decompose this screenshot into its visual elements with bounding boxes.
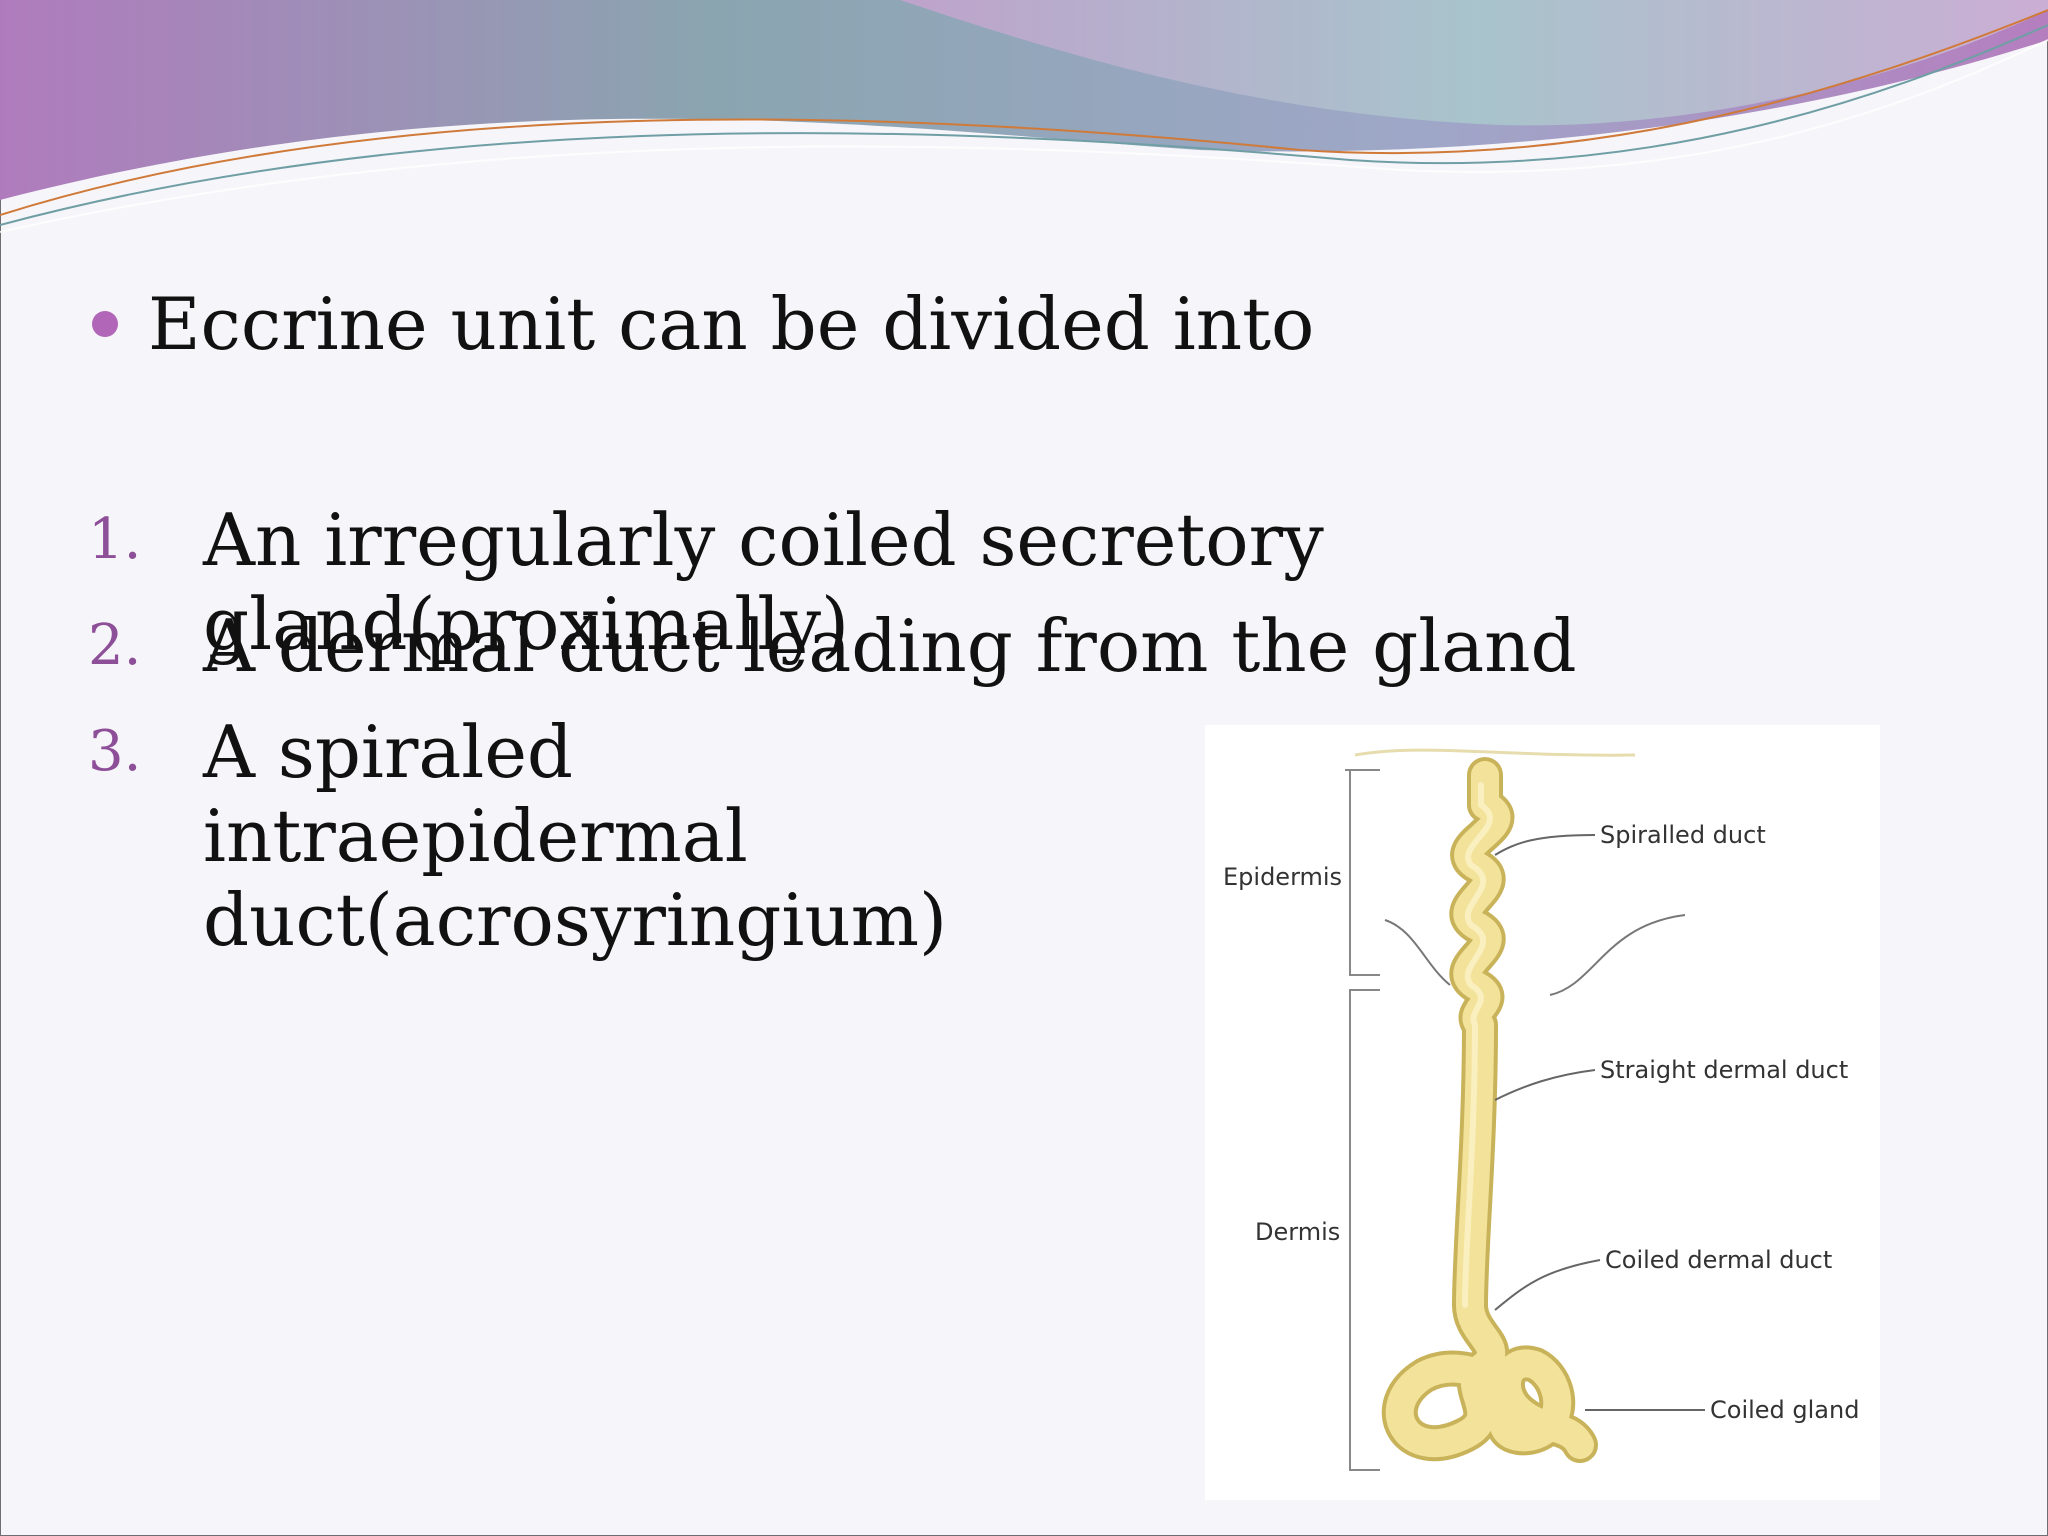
- list-text: An irregularly coiled secretory gland(pr…: [203, 498, 1324, 666]
- sweat-duct: [1381, 757, 1598, 1463]
- leader-spiralled-duct: [1494, 834, 1596, 856]
- list-number: 2.: [88, 613, 142, 678]
- bullet-point: Eccrine unit can be divided into: [92, 282, 1314, 366]
- label-spiralled-duct: Spiralled duct: [1600, 821, 1766, 849]
- dermis-bracket: [1349, 989, 1380, 1471]
- label-coiled-dermal-duct: Coiled dermal duct: [1605, 1246, 1832, 1274]
- label-straight-dermal-duct: Straight dermal duct: [1600, 1056, 1848, 1084]
- header-wave-decoration: [0, 0, 2048, 233]
- list-text: A dermal duct leading from the gland: [203, 604, 1577, 688]
- eccrine-gland-diagram: Epidermis Dermis Spiralled duct Straight…: [1205, 725, 1880, 1500]
- junction-line-right: [1549, 914, 1686, 996]
- epidermis-bracket: [1345, 769, 1380, 976]
- list-number: 1.: [88, 507, 142, 572]
- layer-label-dermis: Dermis: [1255, 1218, 1340, 1246]
- layer-label-epidermis: Epidermis: [1223, 863, 1342, 891]
- label-coiled-gland: Coiled gland: [1710, 1396, 1859, 1424]
- junction-line-left: [1384, 919, 1451, 986]
- bullet-text: Eccrine unit can be divided into: [148, 282, 1315, 366]
- skin-surface: [1354, 748, 1636, 757]
- list-number: 3.: [88, 719, 142, 784]
- bullet-dot-icon: [92, 311, 118, 337]
- leader-coiled-dermal-duct: [1494, 1259, 1601, 1311]
- leader-straight-dermal-duct: [1494, 1069, 1596, 1101]
- list-text: A spiraled intraepidermal duct(acrosyrin…: [203, 710, 948, 962]
